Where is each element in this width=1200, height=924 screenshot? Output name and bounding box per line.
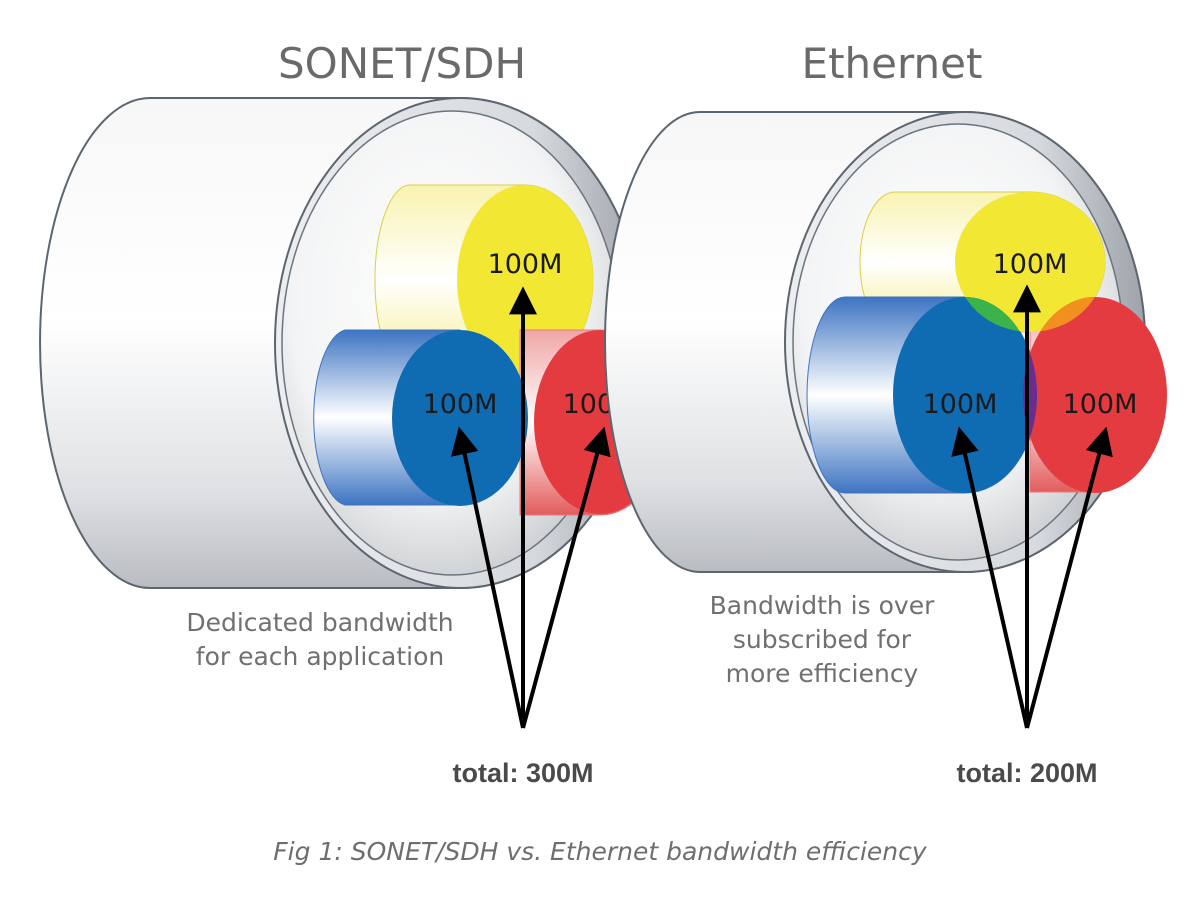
sonet-channel-yellow [374, 184, 594, 376]
ethernet-arrow-red [1025, 426, 1113, 729]
ethernet-arrow-blue [951, 426, 1029, 729]
ethernet-description-line-1: Bandwidth is over [710, 591, 935, 620]
ethernet-blue-label: 100M [923, 389, 998, 420]
sonet-yellow-label: 100M [488, 249, 563, 280]
sonet-description-line-1: Dedicated bandwidth [186, 608, 453, 637]
ethernet-title: Ethernet [802, 39, 983, 88]
ethernet-red-label: 100M [1063, 389, 1138, 420]
figure-caption: Fig 1: SONET/SDH vs. Ethernet bandwidth … [273, 837, 928, 866]
ethernet-channel-blue [893, 297, 1037, 493]
sonet-arrow-blue [450, 426, 525, 729]
sonet-description-line-2: for each application [196, 642, 444, 671]
sonet-arrow-red [521, 426, 611, 729]
ethernet-channel-red [1023, 297, 1167, 493]
sonet-channel-blue [313, 329, 528, 506]
ethernet-total: total: 200M [956, 758, 1097, 788]
ethernet-channel-yellow [955, 192, 1105, 332]
sonet-title: SONET/SDH [278, 39, 526, 88]
sonet-arrows [450, 286, 611, 729]
sonet-total: total: 300M [452, 758, 593, 788]
sonet-blue-label: 100M [423, 389, 498, 420]
ethernet-arrows [951, 284, 1113, 729]
ethernet-yellow-label: 100M [993, 249, 1068, 280]
ethernet-description-line-2: subscribed for [733, 625, 912, 654]
ethernet-description-line-3: more efficiency [726, 659, 919, 688]
